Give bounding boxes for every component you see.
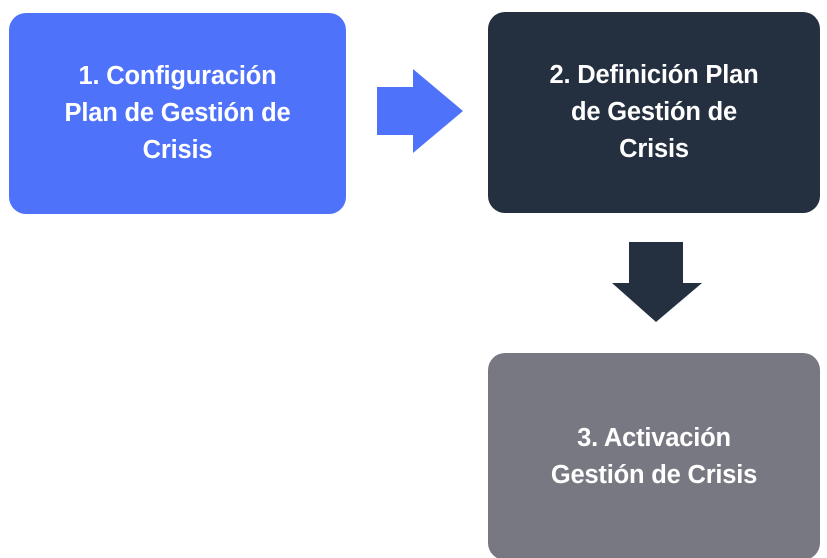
process-step-1-box[interactable]: 1. Configuración Plan de Gestión de Cris… [9,13,346,214]
process-step-3-box[interactable]: 3. Activación Gestión de Crisis [488,353,820,558]
process-step-3-label: 3. Activación Gestión de Crisis [550,423,758,489]
arrow-right-icon [377,69,463,153]
process-step-2-box[interactable]: 2. Definición Plan de Gestión de Crisis [488,12,820,213]
process-step-2-label: 2. Definición Plan de Gestión de Crisis [549,61,759,163]
process-step-1-label: 1. Configuración Plan de Gestión de Cris… [64,62,291,164]
arrow-down-icon [612,242,702,322]
